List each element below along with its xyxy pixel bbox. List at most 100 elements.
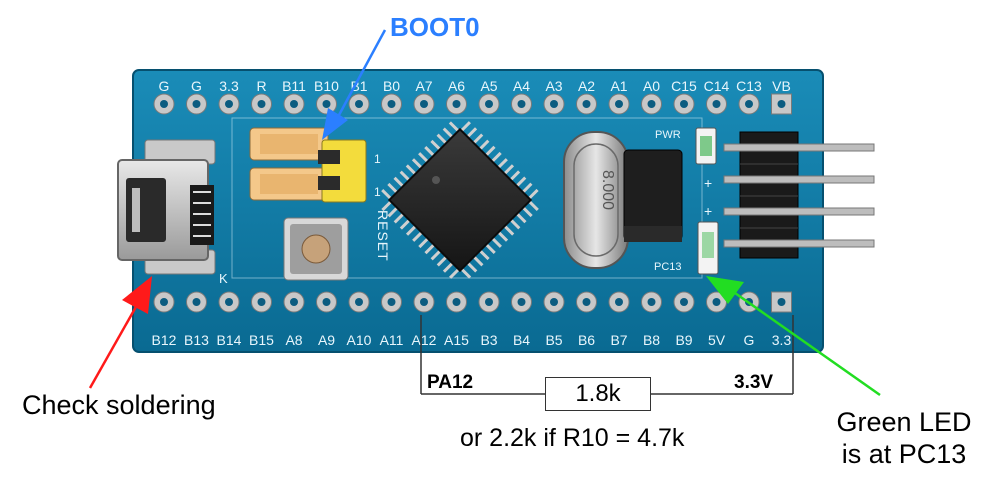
chip-pin — [484, 145, 496, 157]
chip-pin — [528, 188, 539, 200]
pin-label: B4 — [513, 332, 530, 348]
chip-pin — [521, 182, 533, 194]
mcu-chip — [381, 121, 539, 279]
pin-hole — [290, 298, 298, 306]
bottom-pin-pads — [153, 291, 792, 313]
pin-hole — [355, 298, 363, 306]
pin-hole — [192, 100, 201, 108]
pin-label: A12 — [412, 332, 437, 348]
chip-pin — [399, 219, 411, 230]
chip-pin — [509, 170, 521, 181]
usb-k-mark: K — [219, 271, 228, 286]
pin-label: B8 — [643, 332, 660, 348]
pin-label: B9 — [675, 332, 692, 348]
chip-pin — [405, 164, 417, 176]
chip-pin — [460, 268, 472, 279]
pin-hole — [615, 100, 623, 108]
v33-label: 3.3V — [734, 372, 774, 393]
pin-hole — [647, 298, 656, 306]
pin-hole — [322, 298, 331, 306]
pin-label: VB — [772, 78, 791, 94]
pin-hole — [257, 298, 266, 306]
chip-pin — [509, 218, 521, 230]
resistor-value: 1.8k — [545, 377, 651, 411]
pin-hole — [160, 100, 168, 108]
pin-label: A11 — [380, 332, 404, 348]
debug-header — [723, 131, 875, 259]
green-led-line1: Green LED — [836, 407, 972, 437]
pin-label: C15 — [671, 78, 697, 94]
pin-hole — [647, 100, 656, 108]
pin-hole — [582, 100, 591, 108]
led-plus-2: + — [704, 203, 712, 219]
boot0-label: BOOT0 — [390, 12, 480, 42]
pin-hole — [517, 298, 526, 306]
chip-pin — [436, 255, 448, 267]
pin-hole — [322, 100, 331, 108]
crystal-label: 8.000 — [599, 170, 616, 210]
pin-hole — [387, 100, 396, 108]
chip-pin — [449, 268, 460, 279]
top-pin-pads — [153, 93, 792, 115]
pwr-led — [695, 127, 717, 165]
pin-label: A5 — [480, 78, 497, 94]
pin-hole — [517, 100, 526, 108]
chip-pin — [472, 255, 484, 267]
boot0-arrow — [322, 29, 387, 140]
chip-pin — [412, 231, 423, 242]
pc13-led — [697, 221, 719, 275]
pin-hole — [290, 100, 298, 108]
chip-pin — [381, 189, 392, 200]
chip-pin — [424, 243, 436, 255]
chip-pin — [491, 237, 502, 248]
chip-pin — [411, 158, 423, 169]
chip-pin — [418, 237, 429, 249]
chip-pin — [466, 127, 478, 138]
pin-hole — [712, 100, 721, 108]
chip-pin — [515, 176, 527, 188]
chip-pin — [448, 121, 460, 132]
pin-label: B10 — [314, 78, 339, 94]
chip-pin — [424, 145, 435, 157]
pin-hole — [680, 298, 688, 306]
boot-jumpers — [249, 127, 367, 203]
pin-label: B11 — [282, 78, 306, 94]
pin-hole — [550, 298, 558, 306]
pin-hole — [225, 100, 233, 108]
pin-label: B5 — [545, 332, 562, 348]
chip-pin — [399, 170, 411, 182]
green-led-line2: is at PC13 — [841, 439, 967, 469]
led-plus-1: + — [704, 175, 712, 191]
chip-pin — [430, 249, 442, 261]
reset-button-part — [283, 217, 349, 281]
pin-hole — [160, 298, 168, 306]
reset-label: RESET — [375, 210, 391, 262]
green-led-label: Green LED is at PC13 — [808, 406, 1000, 470]
green-led-arrow — [706, 276, 881, 397]
chip-pin — [418, 152, 429, 163]
pin-label: G — [191, 78, 202, 94]
pin-hole — [777, 298, 786, 306]
pin-hole — [355, 100, 363, 108]
pin-label: C13 — [736, 78, 762, 94]
pin-hole — [615, 298, 623, 306]
chip-pin — [430, 139, 441, 151]
jumper-mark-2: 1 — [374, 185, 381, 199]
chip-pin — [491, 151, 502, 163]
pin-label: A0 — [643, 78, 660, 94]
pin-hole — [192, 298, 201, 306]
pin-hole — [777, 100, 786, 108]
chip-pin — [479, 249, 490, 261]
chip-pin — [393, 176, 405, 188]
chip-pin — [436, 133, 448, 145]
pin-label: B6 — [578, 332, 595, 348]
chip-pin — [381, 200, 392, 212]
pin-hole — [387, 298, 396, 306]
pin-hole — [680, 100, 688, 108]
pin-hole — [550, 100, 558, 108]
pin-label: B13 — [184, 332, 209, 348]
resistor-note: or 2.2k if R10 = 4.7k — [460, 424, 685, 452]
pc13-label: PC13 — [654, 261, 682, 273]
